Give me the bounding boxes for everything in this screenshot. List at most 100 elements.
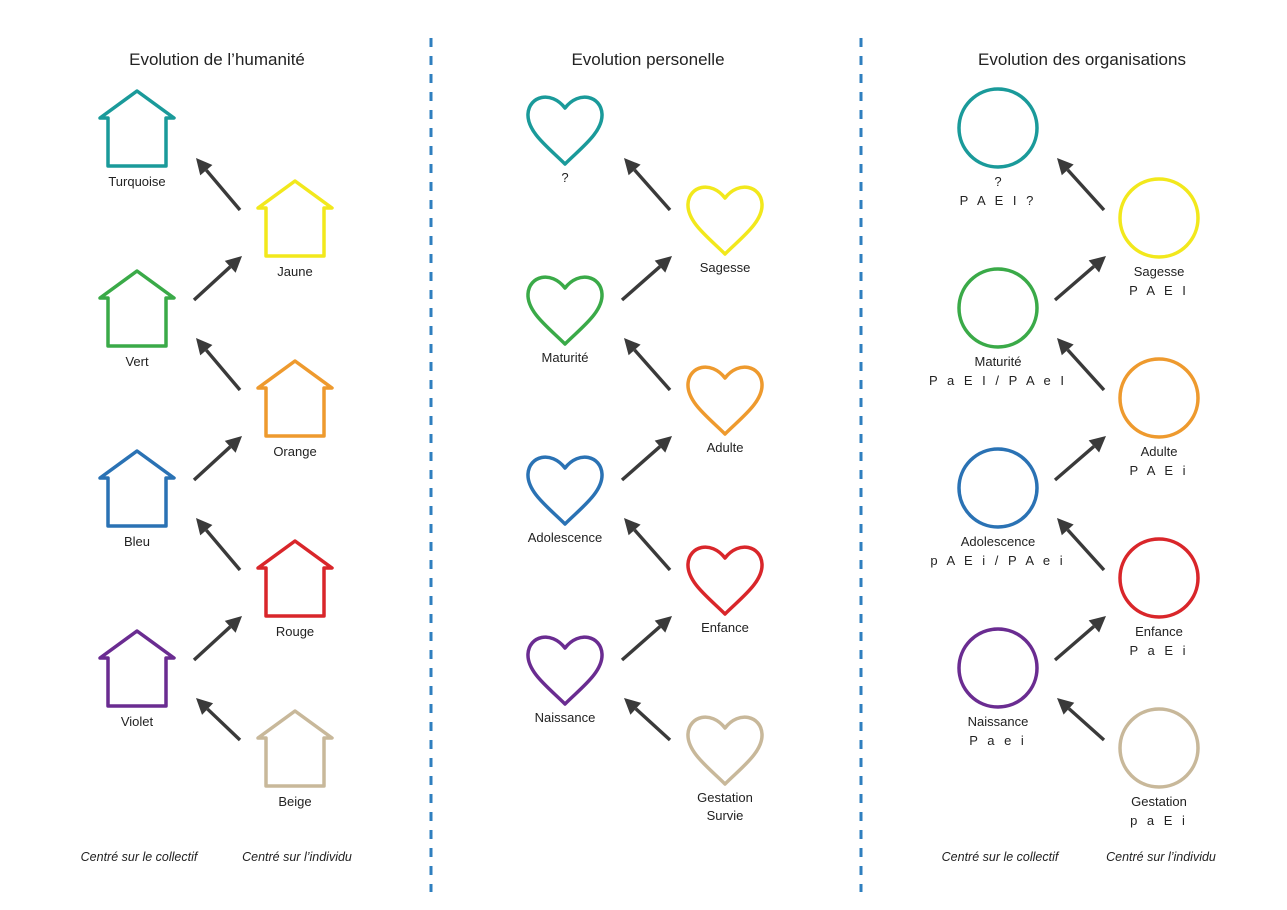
house-icon — [98, 269, 176, 348]
house-icon — [98, 89, 176, 168]
stage-right-4 — [686, 715, 764, 786]
stage-code: P A E I — [1129, 283, 1189, 298]
stage-code: p A E i / P A e i — [930, 553, 1065, 568]
footer-individual: Centré sur l’individu — [242, 850, 352, 864]
circle-icon — [957, 447, 1039, 529]
stage-code: P A E I ? — [960, 193, 1037, 208]
stage-code: P a e i — [969, 733, 1027, 748]
stage-label: Enfance — [701, 620, 749, 635]
stage-left-3 — [526, 455, 604, 526]
stage-right-1 — [686, 185, 764, 256]
circle-icon — [957, 627, 1039, 709]
heart-icon — [686, 185, 764, 256]
arrow-icon — [192, 616, 242, 662]
stage-label: Sagesse — [700, 260, 751, 275]
stage-left-2 — [98, 269, 176, 348]
stage-label: Vert — [125, 354, 149, 369]
stage-label: Turquoise — [108, 174, 165, 189]
arrow-icon — [620, 436, 672, 482]
heart-icon — [686, 715, 764, 786]
circle-icon — [957, 267, 1039, 349]
stage-label: Bleu — [124, 534, 150, 549]
arrow-icon — [1057, 518, 1106, 572]
arrow-icon — [624, 158, 672, 212]
arrow-icon — [1053, 436, 1106, 482]
arrow-icon — [1057, 338, 1106, 392]
circle-icon — [1118, 537, 1200, 619]
arrow-icon — [192, 256, 242, 302]
stage-label: Survie — [707, 808, 744, 823]
stage-label: Rouge — [276, 624, 314, 639]
house-icon — [256, 539, 334, 618]
stage-label: ? — [561, 170, 568, 185]
house-icon — [98, 629, 176, 708]
heart-icon — [526, 95, 604, 166]
stage-right-4 — [1118, 707, 1200, 789]
footer-individual: Centré sur l’individu — [1106, 850, 1216, 864]
heart-icon — [526, 635, 604, 706]
panel-title: Evolution de l’humanité — [129, 50, 305, 69]
stage-right-2 — [686, 365, 764, 436]
heart-icon — [686, 365, 764, 436]
stage-left-4 — [957, 627, 1039, 709]
circle-icon — [957, 87, 1039, 169]
stage-label: Adolescence — [961, 534, 1035, 549]
house-icon — [256, 709, 334, 788]
house-icon — [256, 359, 334, 438]
stage-right-4 — [256, 709, 334, 788]
stage-code: P A E i — [1129, 463, 1188, 478]
circle-icon — [1118, 707, 1200, 789]
panel-title: Evolution personelle — [571, 50, 724, 69]
footer-collective: Centré sur le collectif — [942, 850, 1060, 864]
stage-label: Adulte — [1141, 444, 1178, 459]
footer-collective: Centré sur le collectif — [81, 850, 199, 864]
stage-right-3 — [256, 539, 334, 618]
stage-left-1 — [98, 89, 176, 168]
stage-right-3 — [1118, 537, 1200, 619]
stage-left-2 — [957, 267, 1039, 349]
stage-label: Jaune — [277, 264, 312, 279]
arrow-icon — [196, 518, 242, 572]
panel-title: Evolution des organisations — [978, 50, 1186, 69]
stage-right-1 — [1118, 177, 1200, 259]
arrow-icon — [1057, 698, 1106, 742]
stage-label: Maturité — [542, 350, 589, 365]
stage-label: Gestation — [697, 790, 753, 805]
arrow-icon — [620, 256, 672, 302]
arrow-icon — [192, 436, 242, 482]
stage-code: p a E i — [1130, 813, 1188, 828]
arrow-icon — [1053, 616, 1106, 662]
stage-label: ? — [994, 174, 1001, 189]
heart-icon — [686, 545, 764, 616]
stage-code: P a E i — [1129, 643, 1188, 658]
arrow-icon — [624, 338, 672, 392]
arrow-icon — [624, 698, 672, 742]
stage-label: Gestation — [1131, 794, 1187, 809]
stage-left-3 — [98, 449, 176, 528]
arrow-icon — [620, 616, 672, 662]
stage-label: Beige — [278, 794, 311, 809]
stage-left-3 — [957, 447, 1039, 529]
stage-code: P a E I / P A e I — [929, 373, 1067, 388]
heart-icon — [526, 275, 604, 346]
house-icon — [98, 449, 176, 528]
stage-right-2 — [256, 359, 334, 438]
stage-label: Orange — [273, 444, 316, 459]
arrow-icon — [1057, 158, 1106, 212]
arrow-icon — [196, 158, 242, 212]
stage-label: Adolescence — [528, 530, 602, 545]
arrow-icon — [1053, 256, 1106, 302]
stage-label: Naissance — [968, 714, 1029, 729]
arrow-icon — [196, 698, 242, 742]
stage-label: Enfance — [1135, 624, 1183, 639]
stage-label: Sagesse — [1134, 264, 1185, 279]
arrow-icon — [624, 518, 672, 572]
stage-label: Naissance — [535, 710, 596, 725]
stage-left-4 — [98, 629, 176, 708]
stage-label: Maturité — [975, 354, 1022, 369]
stage-label: Adulte — [707, 440, 744, 455]
stage-right-3 — [686, 545, 764, 616]
arrow-icon — [196, 338, 242, 392]
panel-3 — [957, 87, 1200, 789]
